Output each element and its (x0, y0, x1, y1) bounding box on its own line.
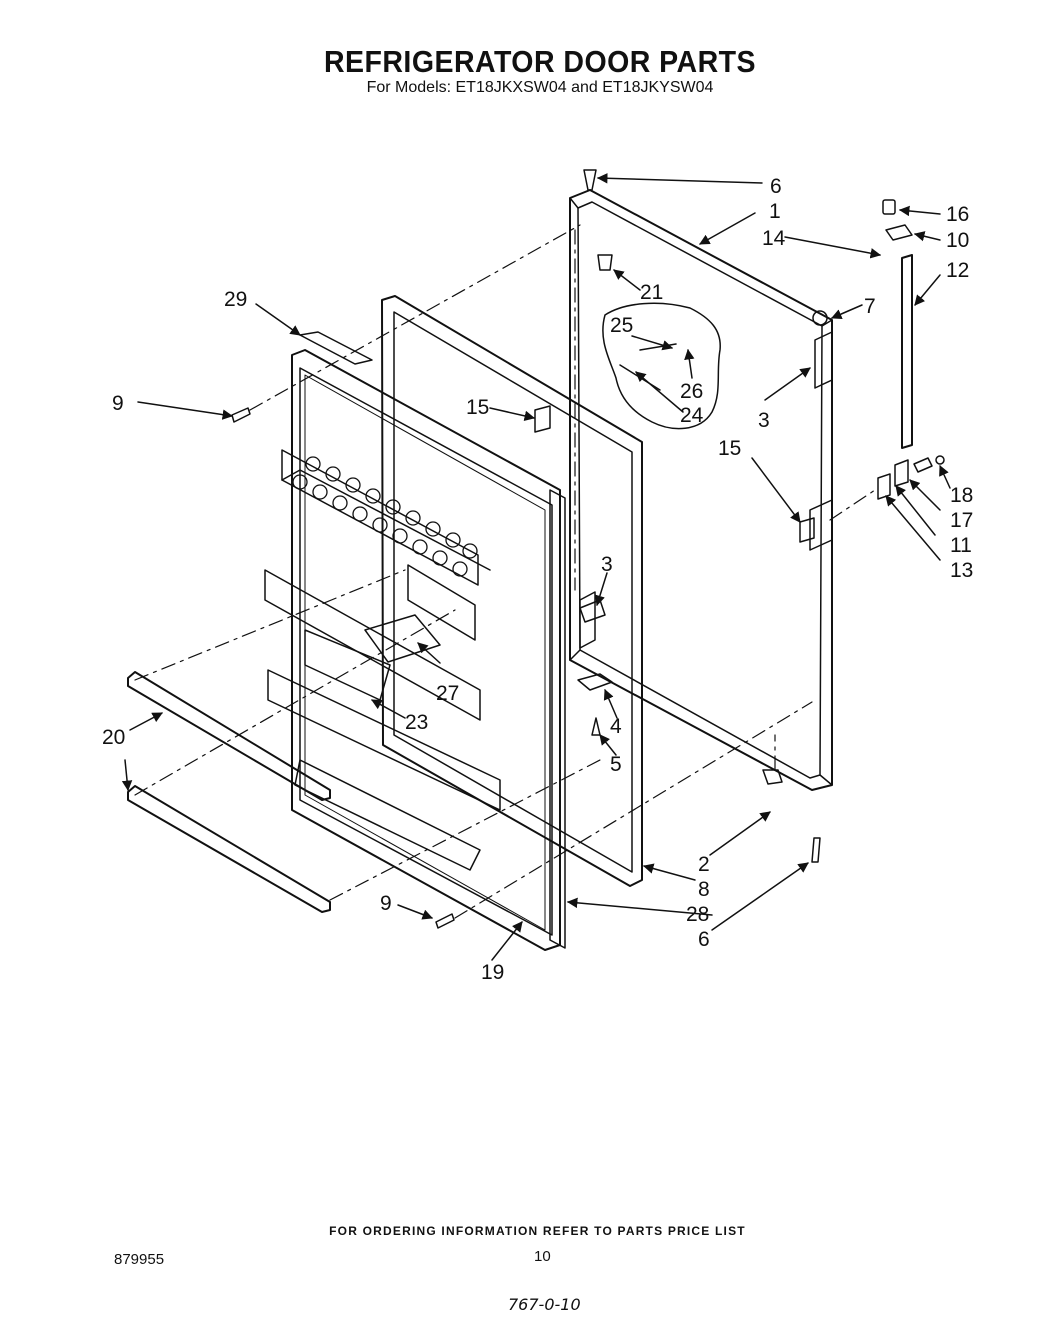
model-subtitle: For Models: ET18JKXSW04 and ET18JKYSW04 (366, 79, 714, 96)
callout-7: 7 (864, 295, 876, 318)
page-number: 10 (534, 1248, 551, 1265)
callout-11: 11 (950, 534, 972, 557)
callout-20: 20 (102, 726, 125, 749)
callout-8: 8 (698, 878, 710, 901)
callout-15-left: 15 (466, 396, 489, 419)
hinge-hardware (231, 169, 945, 929)
callout-5: 5 (610, 753, 622, 776)
callout-10: 10 (946, 229, 969, 252)
document-number: 879955 (114, 1251, 165, 1268)
callout-26: 26 (680, 380, 703, 403)
callout-19: 19 (481, 961, 504, 984)
top-trim (299, 331, 373, 365)
callout-27: 27 (436, 682, 459, 705)
handwritten-code: 767-0-10 (508, 1295, 581, 1314)
callout-6-bottom: 6 (698, 928, 710, 951)
callout-28: 28 (686, 903, 709, 926)
callout-29: 29 (224, 288, 247, 311)
callout-15-right: 15 (718, 437, 741, 460)
diagram-title: REFRIGERATOR DOOR PARTS (323, 44, 757, 79)
callout-numbers: 6 1 14 16 10 12 21 7 25 26 24 3 15 15 18… (102, 175, 973, 984)
callout-3-right: 3 (758, 409, 770, 432)
callout-14: 14 (762, 227, 786, 250)
ordering-note: FOR ORDERING INFORMATION REFER TO PARTS … (329, 1224, 746, 1238)
callout-23: 23 (405, 711, 428, 734)
leader-lines (121, 173, 951, 961)
cutaway-detail (602, 302, 721, 430)
callout-9-top: 9 (112, 392, 124, 415)
door-rails (127, 671, 331, 913)
inner-door-liner (264, 349, 561, 951)
callout-4: 4 (610, 715, 622, 738)
callout-6-top: 6 (770, 175, 782, 198)
callout-16: 16 (946, 203, 969, 226)
callout-21: 21 (640, 281, 663, 304)
egg-tray (292, 456, 478, 577)
callout-18: 18 (950, 484, 973, 507)
callout-25: 25 (610, 314, 633, 337)
trim-strip (549, 489, 566, 949)
callout-3-center: 3 (601, 553, 613, 576)
callout-17: 17 (950, 509, 973, 532)
callout-2: 2 (698, 853, 710, 876)
callout-12: 12 (946, 259, 969, 282)
callout-13: 13 (950, 559, 973, 582)
door-handle-bar (901, 254, 913, 449)
callout-9-bottom: 9 (380, 892, 392, 915)
callout-1: 1 (769, 200, 781, 223)
alignment-lines (134, 224, 879, 919)
callout-24: 24 (680, 404, 704, 427)
door-gasket (381, 295, 643, 887)
